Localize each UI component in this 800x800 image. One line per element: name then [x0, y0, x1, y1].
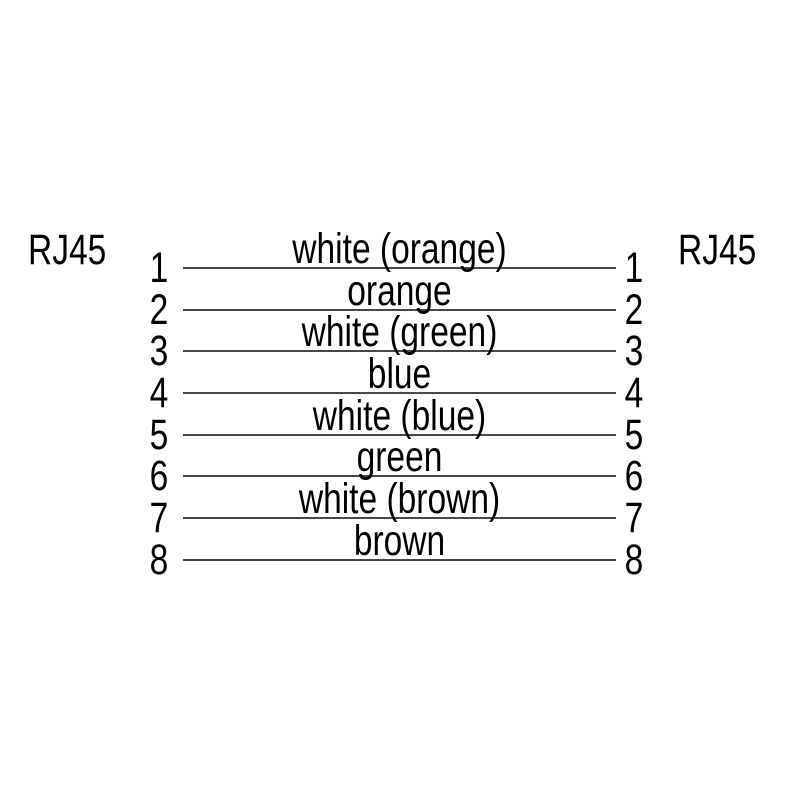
pin-number-right: 2: [624, 286, 644, 334]
wire-color-label: white (brown): [298, 475, 501, 523]
wire-row: brown 8 8: [0, 520, 800, 582]
wire-color-label: orange: [347, 267, 452, 315]
wire-line: [183, 475, 616, 477]
pin-number-right: 3: [624, 327, 644, 375]
wire-line: [183, 267, 616, 269]
wire-row: white (green) 3 3: [0, 311, 800, 373]
pin-number-left: 8: [149, 536, 169, 584]
pin-number-left: 3: [149, 327, 169, 375]
wire-line: [183, 309, 616, 311]
wire-row: green 6 6: [0, 436, 800, 498]
wire-row: orange 2 2: [0, 270, 800, 332]
wire-color-label: brown: [353, 517, 446, 565]
wire-color-label: white (green): [301, 308, 498, 356]
wire-color-label: white (orange): [292, 225, 507, 273]
wire-row: white (blue) 5 5: [0, 395, 800, 457]
connector-label-left: RJ45: [28, 226, 107, 274]
wire-color-label: blue: [367, 350, 432, 398]
pin-number-left: 1: [149, 244, 169, 292]
pin-number-right: 8: [624, 536, 644, 584]
wire-color-label: white (blue): [312, 392, 487, 440]
wire-row: white (orange) 1 1: [0, 228, 800, 290]
wire-row: white (brown) 7 7: [0, 478, 800, 540]
pin-number-left: 6: [149, 452, 169, 500]
pin-number-left: 7: [149, 494, 169, 542]
wire-line: [183, 559, 616, 561]
connector-label-right: RJ45: [678, 226, 757, 274]
pin-number-right: 5: [624, 411, 644, 459]
pin-number-left: 5: [149, 411, 169, 459]
pin-number-right: 1: [624, 244, 644, 292]
wire-row: blue 4 4: [0, 353, 800, 415]
pin-number-right: 6: [624, 452, 644, 500]
pin-number-right: 7: [624, 494, 644, 542]
pin-number-right: 4: [624, 369, 644, 417]
wire-line: [183, 434, 616, 436]
pin-number-left: 4: [149, 369, 169, 417]
wire-color-label: green: [356, 433, 443, 481]
wire-line: [183, 392, 616, 394]
wire-line: [183, 350, 616, 352]
pin-number-left: 2: [149, 286, 169, 334]
wire-line: [183, 517, 616, 519]
